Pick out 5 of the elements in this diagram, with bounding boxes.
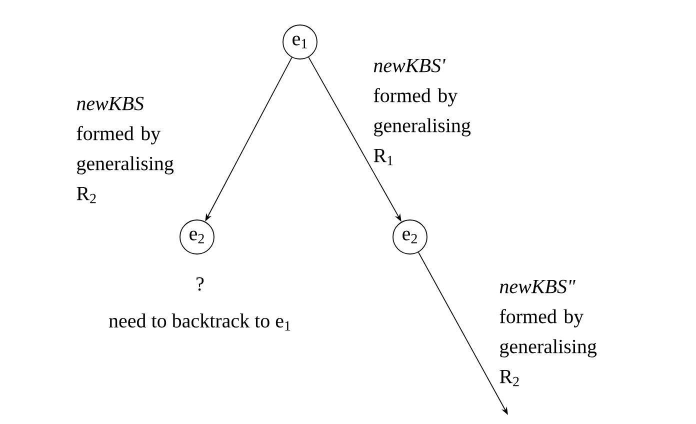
note-text: need to backtrack to e$_{1}$	[108, 314, 290, 330]
edge-label: newKBS formed by generalising R$_{2}$	[76, 96, 174, 204]
note-text: ?	[196, 277, 204, 291]
edge-label: newKBS' formed by generalising R$_{1}$	[374, 58, 471, 166]
edge-label: newKBS" formed by generalising R$_{2}$	[500, 280, 597, 386]
